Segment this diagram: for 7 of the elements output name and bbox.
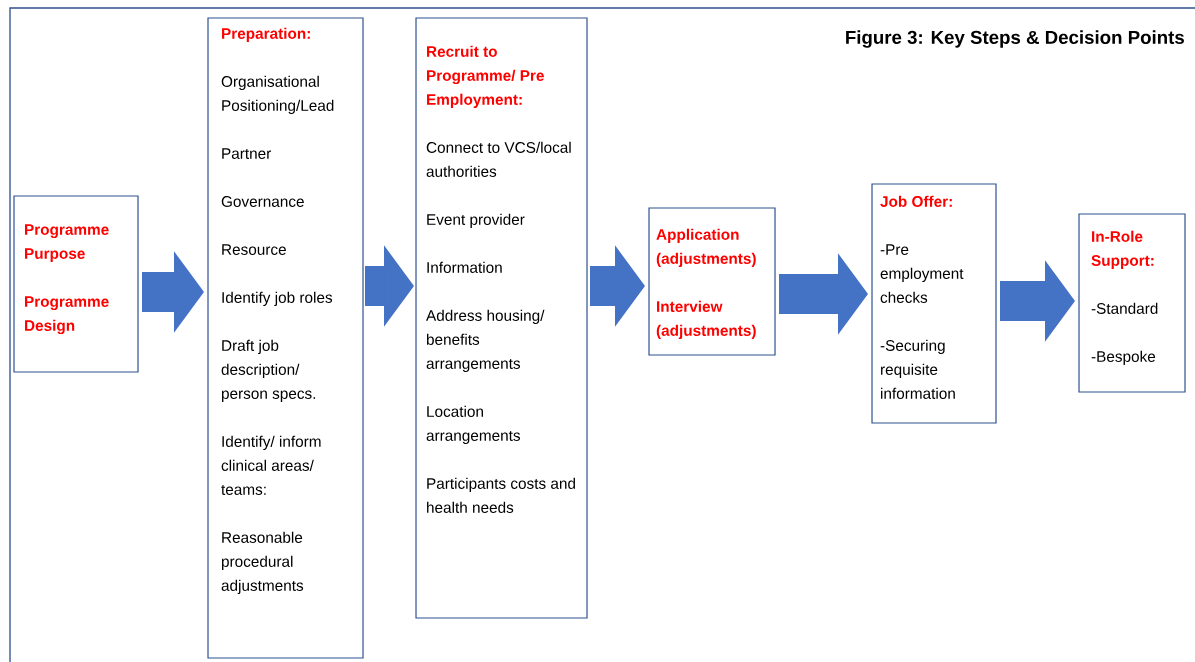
process-box: In-Role Support: -Standard -Bespoke [1078, 213, 1186, 393]
process-box: Recruit to Programme/ Pre Employment: Connect to VCS/local authorities Event provider Information Address housing/ benefits arrangements Location arrangements Participants costs and health needs [415, 17, 588, 619]
process-box: Preparation: Organisational Positioning/Lead Partner Governance Resource Identify job roles Draft job description/ person specs. Identify/ inform clinical areas/ teams: Reasonable procedural adjustments [207, 17, 364, 659]
title: Figure 3: Key Steps & Decision Points [846, 30, 1184, 48]
process-box: Job Offer: -Pre employment checks -Securing requisite information [871, 183, 997, 424]
process-box: Application (adjustments) Interview (adjustments) [648, 207, 776, 356]
process-box: Programme Purpose Programme Design [13, 195, 139, 373]
